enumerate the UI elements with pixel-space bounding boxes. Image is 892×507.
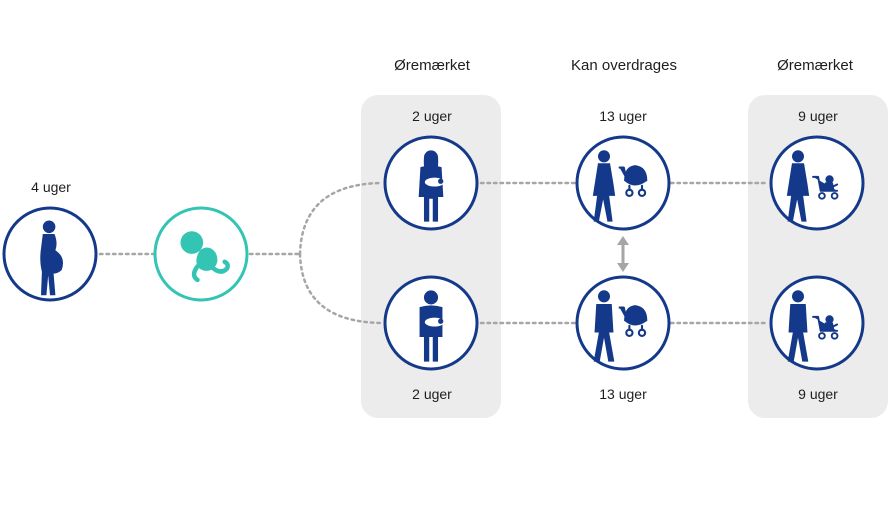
header-transferable: Kan overdrages xyxy=(571,57,677,74)
mother-earmarked-weeks-label: 2 uger xyxy=(412,108,452,124)
pregnancy-weeks-label: 4 uger xyxy=(31,179,71,195)
father-late-circle xyxy=(769,275,865,371)
connector-split-father xyxy=(298,252,384,325)
father-transferable-weeks-label: 13 uger xyxy=(599,386,647,402)
father-earmarked-weeks-label: 2 uger xyxy=(412,386,452,402)
mother-late-earmarked-weeks-label: 9 uger xyxy=(798,108,838,124)
header-earmarked-right: Øremærket xyxy=(777,57,853,74)
father-late-earmarked-weeks-label: 9 uger xyxy=(798,386,838,402)
transfer-arrow-icon xyxy=(617,236,629,272)
header-earmarked-left: Øremærket xyxy=(394,57,470,74)
connector-split-mother xyxy=(298,181,384,256)
mother-late-circle xyxy=(769,135,865,231)
mother-transferable-weeks-label: 13 uger xyxy=(599,108,647,124)
father-transferable-circle xyxy=(575,275,671,371)
mother-transferable-circle xyxy=(575,135,671,231)
